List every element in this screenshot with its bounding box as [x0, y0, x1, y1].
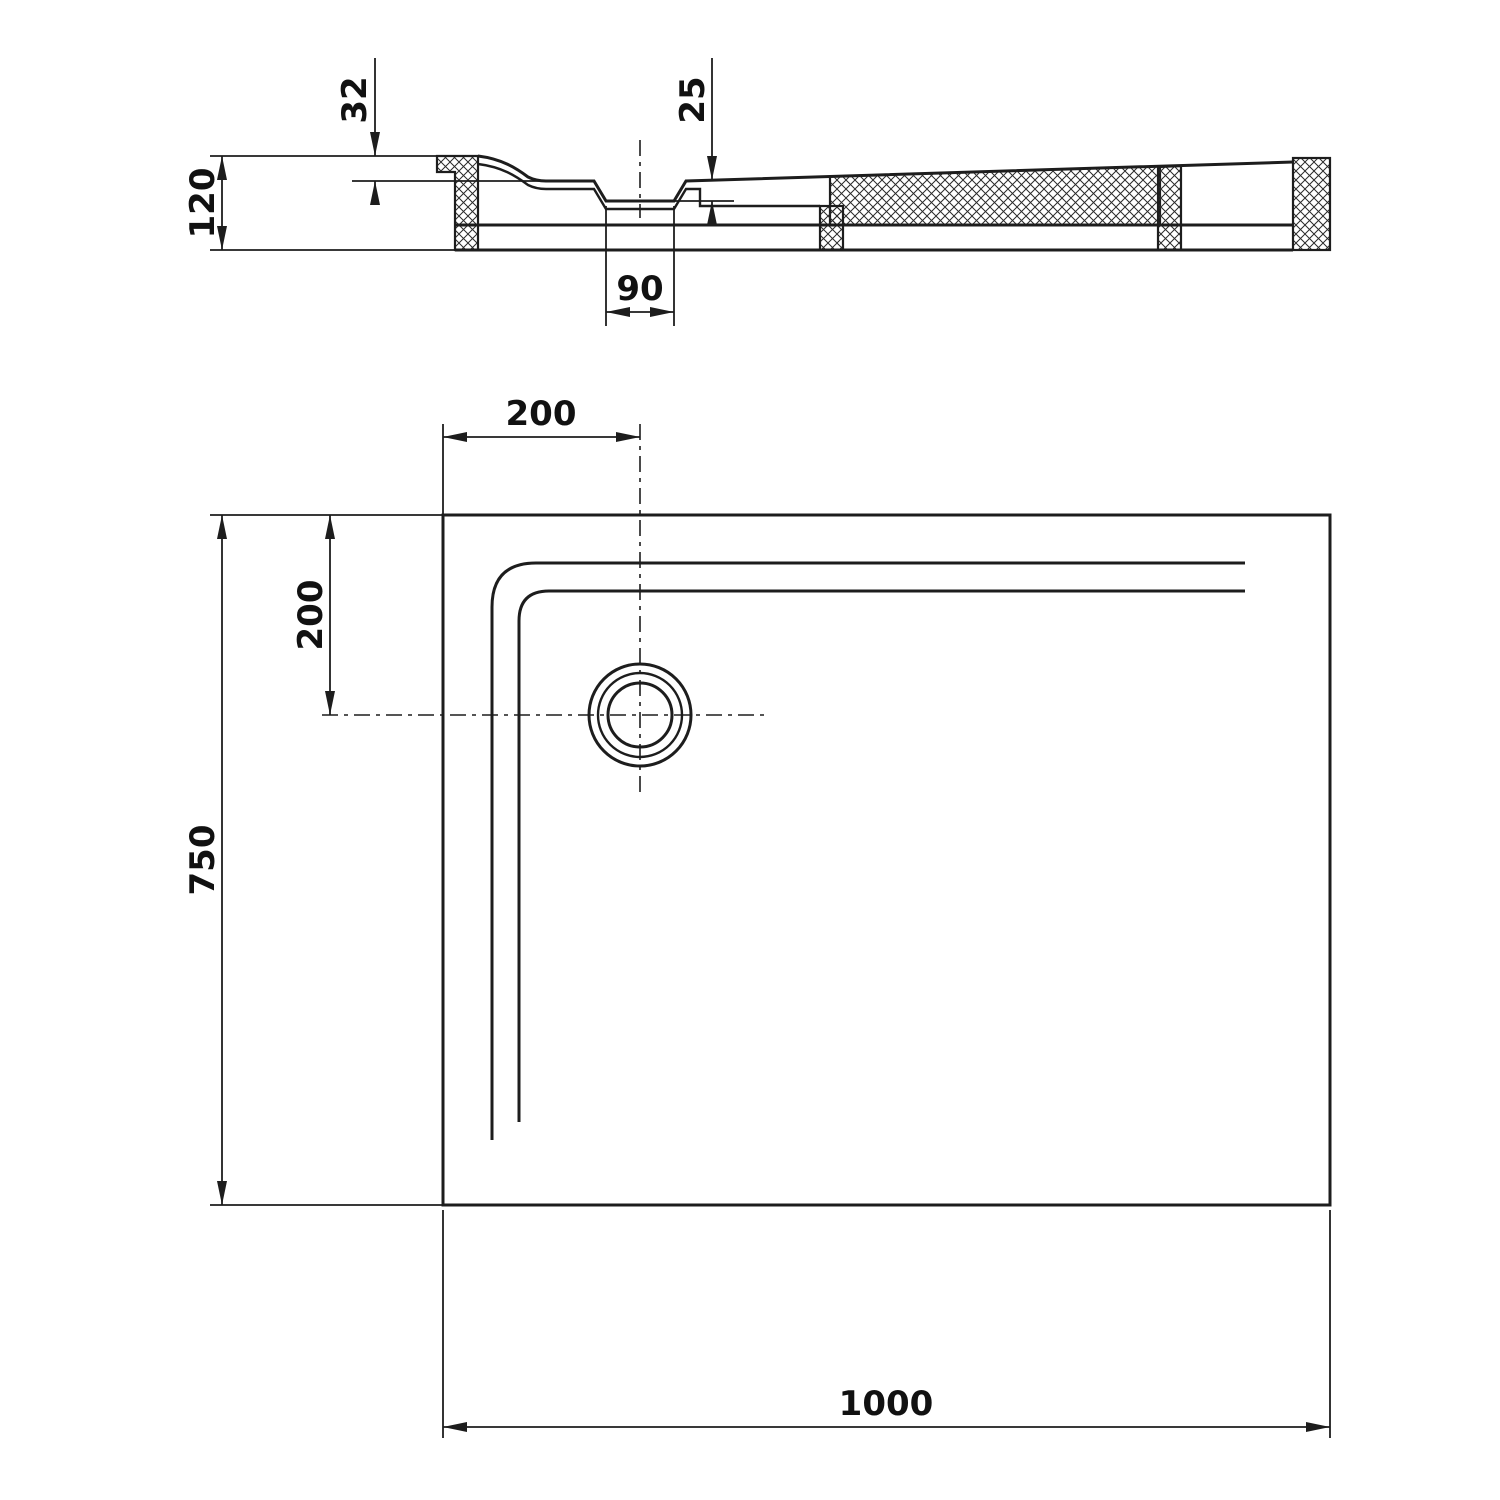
section-support-strip-right	[1156, 164, 1183, 252]
section-top-surface	[477, 154, 1294, 203]
plan-outline	[441, 513, 1332, 1207]
dim-label-overall-depth: 750	[183, 825, 223, 896]
plan-view: 200 200 750 1000	[183, 394, 1332, 1438]
drain	[322, 424, 764, 795]
dimension-drain-from-left: 200	[443, 394, 640, 442]
dimension-overall-height: 120	[183, 156, 227, 250]
plan-slope-contour-outer	[490, 561, 1245, 1140]
dimension-overall-width: 1000	[443, 1384, 1330, 1432]
dim-label-overall-width: 1000	[839, 1384, 934, 1424]
dim-label-recess-depth: 25	[673, 76, 713, 123]
dimension-rim-depth: 32	[335, 58, 546, 205]
section-support-strip-left	[818, 204, 845, 252]
section-support-wedge	[828, 165, 1162, 227]
section-left-rim	[435, 154, 480, 252]
dimension-drain-from-top: 200	[291, 515, 335, 715]
dim-label-recess-width: 90	[616, 269, 663, 309]
dimension-recess-width: 90	[605, 206, 675, 326]
dimension-recess-depth: 25	[673, 58, 734, 225]
dim-label-overall-height: 120	[183, 168, 223, 239]
dim-label-rim-depth: 32	[335, 76, 375, 123]
dim-label-drain-from-top: 200	[291, 580, 331, 651]
section-view: 120 32 25 90	[183, 58, 1332, 326]
dimension-overall-depth: 750	[183, 515, 227, 1205]
plan-slope-contour-inner	[517, 589, 1245, 1122]
section-right-rim	[1291, 156, 1332, 252]
dim-label-drain-from-left: 200	[506, 394, 577, 434]
